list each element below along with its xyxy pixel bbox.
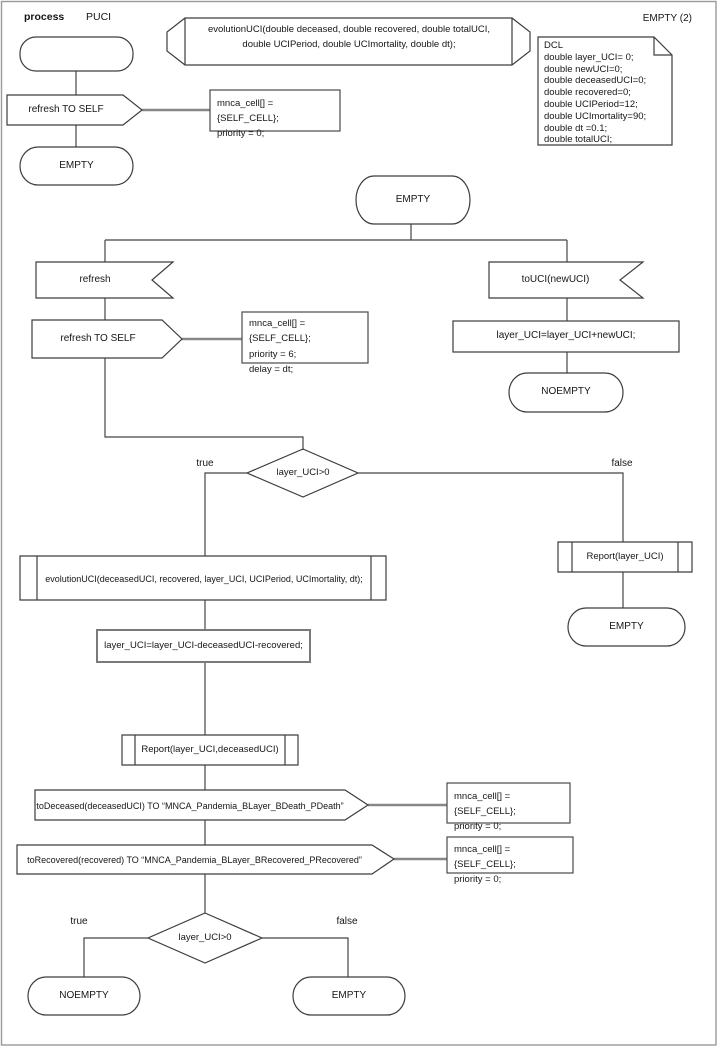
dcl-note xyxy=(537,36,673,146)
comment-connectors xyxy=(142,108,447,861)
state-empty-right-label: EMPTY xyxy=(609,621,644,632)
output-refresh-to-self-label: refresh TO SELF xyxy=(60,333,136,344)
decision-1-true-label: true xyxy=(196,458,214,469)
output-refresh-to-self-start-label: refresh TO SELF xyxy=(28,104,104,115)
decision-layer-uci-1 xyxy=(245,448,360,498)
task-subtract-label: layer_UCI=layer_UCI-deceasedUCI-recovere… xyxy=(104,640,303,651)
output-torecovered xyxy=(16,844,396,875)
process-name: PUCI xyxy=(86,11,112,23)
state-empty-right xyxy=(567,607,686,647)
start-symbol xyxy=(19,36,134,72)
state-noempty-right xyxy=(508,372,624,413)
comment-box-torecovered xyxy=(446,836,574,874)
procedure-signature-text: evolutionUCI(double deceased, double rec… xyxy=(207,24,490,50)
comment-box-refresh xyxy=(241,311,369,364)
decision-layer-uci-2 xyxy=(146,912,264,964)
comment-box-start xyxy=(209,89,341,132)
comment-torecovered-text: mnca_cell[] = {SELF_CELL}; priority = 0; xyxy=(454,844,516,885)
flow-connectors xyxy=(75,71,624,977)
decision-2-condition: layer_UCI>0 xyxy=(178,932,232,943)
task-add-newuci-label: layer_UCI=layer_UCI+newUCI; xyxy=(496,330,636,341)
decision-2-false-label: false xyxy=(336,916,358,927)
state-empty-bottom xyxy=(292,976,406,1016)
input-touci xyxy=(488,261,645,299)
state-noempty-right-label: NOEMPTY xyxy=(541,386,591,397)
output-todeceased xyxy=(34,789,370,821)
comment-start-text: mnca_cell[] = {SELF_CELL}; priority = 0; xyxy=(217,98,279,139)
process-kind-label: process xyxy=(24,11,65,23)
procedure-report-layeruci xyxy=(557,541,693,573)
state-empty-main-label: EMPTY xyxy=(395,194,431,205)
output-torecovered-label: toRecovered(recovered) TO “MNCA_Pandemia… xyxy=(27,855,362,865)
input-refresh-label: refresh xyxy=(79,274,111,285)
procedure-declaration-symbol xyxy=(166,17,531,66)
decision-1-false-label: false xyxy=(611,458,633,469)
input-touci-label: toUCI(newUCI) xyxy=(521,274,590,285)
decision-1-condition: layer_UCI>0 xyxy=(276,467,330,478)
procedure-evolutionuci-call xyxy=(19,555,387,601)
report-layeruci-label: Report(layer_UCI) xyxy=(586,551,664,562)
procedure-report-deceased xyxy=(121,734,299,766)
dcl-declarations-text: DCL double layer_UCI= 0; double newUCI=0… xyxy=(544,40,647,146)
comment-refresh-text: mnca_cell[] = {SELF_CELL}; priority = 6;… xyxy=(249,318,311,375)
output-refresh-to-self xyxy=(31,319,183,359)
state-empty-initial-label: EMPTY xyxy=(59,160,94,171)
output-refresh-to-self-start xyxy=(6,94,143,126)
state-empty-bottom-label: EMPTY xyxy=(331,990,367,1001)
state-empty-main xyxy=(355,175,471,225)
page-reference: EMPTY (2) xyxy=(642,13,692,24)
state-noempty-bottom xyxy=(27,976,141,1016)
task-subtract xyxy=(96,629,311,663)
state-noempty-bottom-label: NOEMPTY xyxy=(59,990,109,1001)
state-empty-initial xyxy=(19,146,134,186)
task-add-newuci xyxy=(452,320,680,353)
comment-box-todeceased xyxy=(446,782,571,824)
input-refresh xyxy=(35,261,175,299)
output-todeceased-label: toDeceased(deceasedUCI) TO “MNCA_Pandemi… xyxy=(36,801,344,811)
decision-2-true-label: true xyxy=(70,916,88,927)
report-deceased-label: Report(layer_UCI,deceasedUCI) xyxy=(141,744,279,755)
comment-todeceased-text: mnca_cell[] = {SELF_CELL}; priority = 0; xyxy=(454,791,516,832)
evolutionuci-call-label: evolutionUCI(deceasedUCI, recovered, lay… xyxy=(45,574,363,584)
